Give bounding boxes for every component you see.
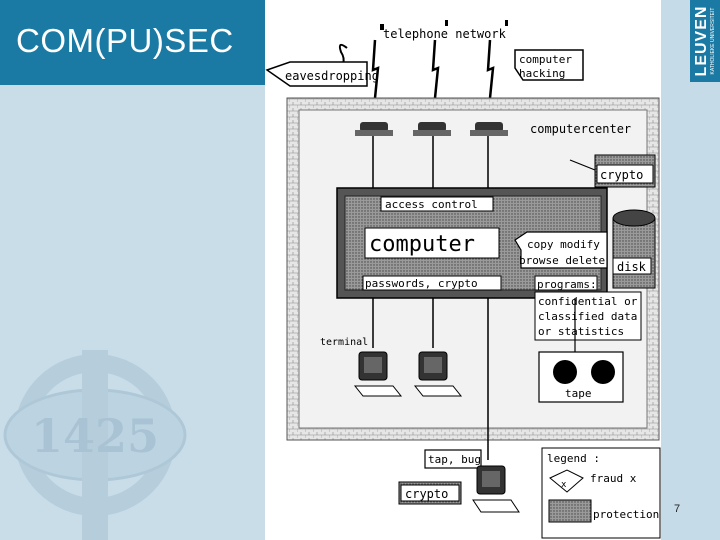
- seal-number: 1425: [31, 409, 159, 463]
- terminal-icon: [353, 351, 403, 397]
- protection-symbol: [548, 499, 592, 523]
- data-label-2: classified data: [538, 310, 637, 323]
- logo-sub-text: KATHOLIEKE UNIVERSITEIT: [710, 7, 716, 75]
- programs-label: programs:: [537, 278, 597, 291]
- tape-label: tape: [565, 387, 592, 400]
- actions-label-2: browse delete: [519, 254, 605, 267]
- disk-icon: [612, 209, 656, 289]
- ear-icon: [338, 43, 348, 65]
- network-tick: [380, 24, 384, 30]
- page-number: 7: [674, 503, 681, 515]
- tape-reel-icon: [591, 360, 615, 384]
- passwords-crypto-label: passwords, crypto: [365, 277, 478, 290]
- terminal-label: terminal: [320, 337, 368, 348]
- fraud-symbol: [549, 469, 584, 493]
- telephone-network-label: telephone network: [383, 27, 507, 41]
- crypto-bottom-label: crypto: [405, 487, 448, 501]
- disk-label: disk: [617, 260, 647, 274]
- line-3: [486, 39, 495, 119]
- legend-fraud-label: fraud x: [590, 472, 637, 485]
- computer-hacking-label-1: computer: [519, 53, 572, 66]
- network-tick: [445, 20, 448, 26]
- line-2: [431, 39, 440, 119]
- right-strip: [660, 0, 720, 540]
- modem: [355, 122, 393, 136]
- modem: [470, 122, 508, 136]
- terminal-icon: [413, 351, 463, 397]
- eavesdropping-label: eavesdropping: [285, 69, 379, 83]
- external-terminal-icon: [472, 465, 520, 513]
- tape-reel-icon: [553, 360, 577, 384]
- svg-text:x: x: [561, 480, 567, 490]
- data-label-1: confidential or: [538, 295, 638, 308]
- actions-label-1: copy modify: [527, 238, 600, 251]
- hacking-callout: [514, 49, 584, 81]
- left-panel: 1425: [0, 0, 268, 540]
- network-tick: [505, 20, 508, 26]
- actions-callout: [514, 231, 608, 269]
- access-control-label: access control: [385, 198, 478, 211]
- modem: [413, 122, 451, 136]
- tap-bug-label: tap, bug: [428, 453, 481, 466]
- security-diagram: telephone network eavesdropping computer…: [265, 0, 661, 540]
- line-1: [371, 39, 380, 119]
- legend-protection-label: protection: [593, 508, 659, 521]
- legend-title: legend :: [547, 452, 600, 465]
- computer-hacking-label-2: hacking: [519, 67, 565, 80]
- computer-label: computer: [369, 232, 475, 257]
- data-label-3: or statistics: [538, 325, 624, 338]
- university-seal-watermark: 1425: [3, 350, 187, 540]
- legend-box: [541, 447, 661, 539]
- logo-main-text: LEUVEN: [693, 5, 710, 77]
- computercenter-label: computercenter: [530, 122, 631, 136]
- crypto-top-label: crypto: [600, 168, 643, 182]
- slide-title: COM(PU)SEC: [16, 22, 234, 59]
- title-bar: [0, 0, 268, 85]
- university-logo: [690, 0, 720, 82]
- data-box: [534, 291, 642, 341]
- eavesdropping-callout: [265, 61, 368, 87]
